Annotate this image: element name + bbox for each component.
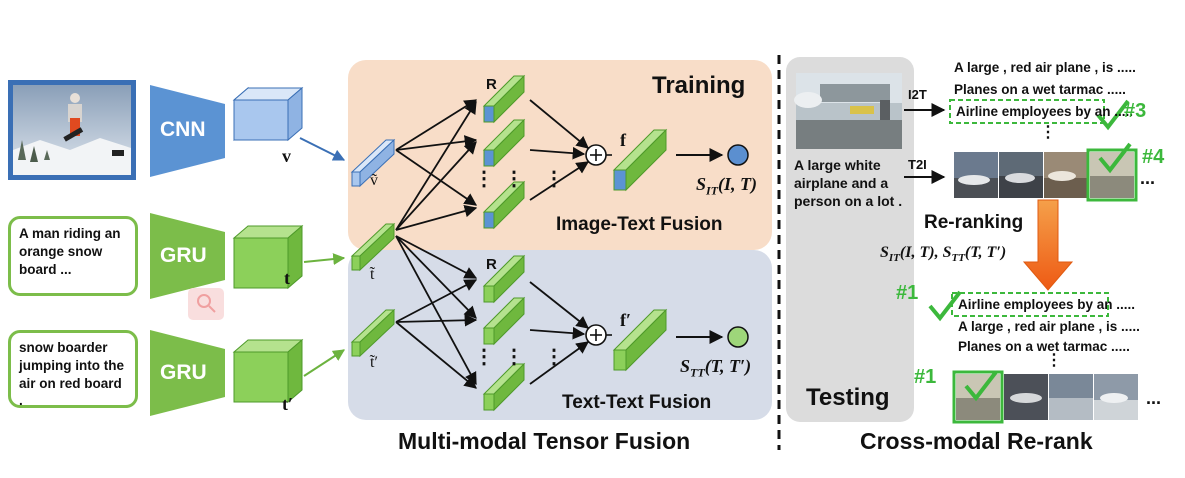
retrieved-caption-1: A large , red air plane , is ..... (954, 60, 1136, 75)
rank-3-label: #3 (1124, 100, 1147, 122)
f-cube-top (612, 128, 668, 192)
r-cubes-bottom (482, 254, 526, 412)
reranked-images-ellipsis: ... (1146, 388, 1162, 408)
r-cubes-top (482, 74, 526, 230)
testing-label: Testing (806, 384, 890, 411)
cube-v-tilde (350, 138, 396, 188)
sum-node-bottom (585, 324, 607, 346)
reranked-caption-1: Airline employees by an ..... (958, 297, 1136, 312)
check-mark-rank1-image (964, 370, 998, 402)
input-text-box-1: A man riding an orange snow board ... (8, 216, 138, 296)
t2i-label: T2I (908, 157, 927, 172)
reranking-label: Re-ranking (924, 212, 1024, 233)
feature-t-tilde-label: t̃ (370, 266, 375, 283)
retrieved-caption-3: Airline employees by an ..... (956, 104, 1134, 119)
sum-node-top (585, 144, 607, 166)
check-mark-rank1-text (928, 290, 962, 322)
score-it-label: SIT(I, T) (696, 174, 758, 198)
reranked-caption-3: Planes on a wet tarmac ..... (958, 339, 1130, 354)
training-panel (348, 60, 772, 250)
t-prime-arrow (303, 349, 346, 377)
training-label: Training (652, 72, 746, 99)
f-cube-bottom (612, 308, 668, 372)
testing-caption: A large white airplane and a person on a… (794, 157, 903, 210)
vdots-top-2: ⋮ (504, 168, 524, 190)
vdots-bottom-3: ⋮ (544, 346, 564, 368)
rank-4-label: #4 (1142, 146, 1165, 168)
vdots-top-1: ⋮ (474, 168, 494, 190)
feature-v-label: v (282, 146, 291, 166)
check-mark-4 (1098, 142, 1132, 174)
title-left: Multi-modal Tensor Fusion (398, 428, 691, 454)
vdots-bottom-1: ⋮ (474, 346, 494, 368)
feature-t-label: t (284, 268, 290, 288)
gru-label-2: GRU (160, 361, 207, 384)
reranked-images-strip (952, 370, 1138, 424)
cube-t-tilde (350, 222, 396, 272)
feature-t-tilde-prime-label: t̃′ (370, 354, 378, 371)
rerank-formula: SIT(I, T), STT(T, T′) (880, 244, 1007, 265)
retrieved-images-ellipsis: ... (1140, 168, 1156, 188)
rank-1-image-label: #1 (914, 366, 937, 388)
feature-cube-v (232, 86, 304, 142)
search-icon (188, 288, 224, 320)
retrieved-images-strip (954, 148, 1138, 202)
vdots-bottom-2: ⋮ (504, 346, 524, 368)
gru-encoder-shape-2 (150, 330, 225, 416)
fanout-arrows-bottom (395, 235, 478, 389)
i2t-label: I2T (908, 87, 927, 102)
gru-encoder-shape-1 (150, 213, 225, 299)
check-mark-3 (1096, 99, 1130, 131)
feature-cube-t-prime (232, 338, 304, 404)
cube-t-tilde-prime (350, 308, 396, 358)
input-text-1: A man riding an orange snow board ... (19, 226, 121, 277)
rerank-arrow (1022, 199, 1074, 291)
input-text-2: snow boarder jumping into the air on red… (19, 340, 124, 409)
input-text-box-2: snow boarder jumping into the air on red… (8, 330, 138, 408)
vdots-top-3: ⋮ (544, 168, 564, 190)
reranked-highlight-box (951, 292, 1109, 317)
retrieved-highlight-box (949, 99, 1105, 124)
score-tt-label: STT(T, T′) (680, 356, 752, 380)
feature-cube-t (232, 224, 304, 290)
score-node-tt (727, 326, 749, 348)
fanout-arrows-top (395, 99, 478, 231)
text-text-fusion-label: Text-Text Fusion (562, 392, 712, 413)
feature-v-tilde-label: ṽ (370, 172, 378, 189)
gru-label-1: GRU (160, 244, 207, 267)
score-node-it (727, 144, 749, 166)
title-right: Cross-modal Re-rank (860, 428, 1093, 454)
f-label-bottom: f′ (620, 310, 632, 330)
r-label-bottom: R (486, 256, 497, 273)
reranked-caption-2: A large , red air plane , is ..... (958, 319, 1140, 334)
v-arrow (299, 137, 346, 161)
sum-arrows-bottom (529, 281, 590, 385)
airport-photo (794, 73, 902, 149)
snowboard-photo (8, 80, 136, 180)
retrieved-caption-2: Planes on a wet tarmac ..... (954, 82, 1126, 97)
reranked-vdots: ⋮ (1046, 352, 1062, 369)
feature-t-prime-label: t′ (282, 394, 294, 414)
cnn-label: CNN (160, 118, 206, 141)
rank-1-text-label: #1 (896, 282, 919, 304)
r-label-top: R (486, 76, 497, 93)
f-label-top: f (620, 130, 626, 150)
retrieved-vdots: ⋮ (1040, 124, 1056, 141)
t-arrow (303, 253, 346, 266)
sum-arrows-top (529, 99, 590, 201)
image-text-fusion-label: Image-Text Fusion (556, 214, 723, 235)
cnn-encoder-shape (150, 85, 225, 177)
